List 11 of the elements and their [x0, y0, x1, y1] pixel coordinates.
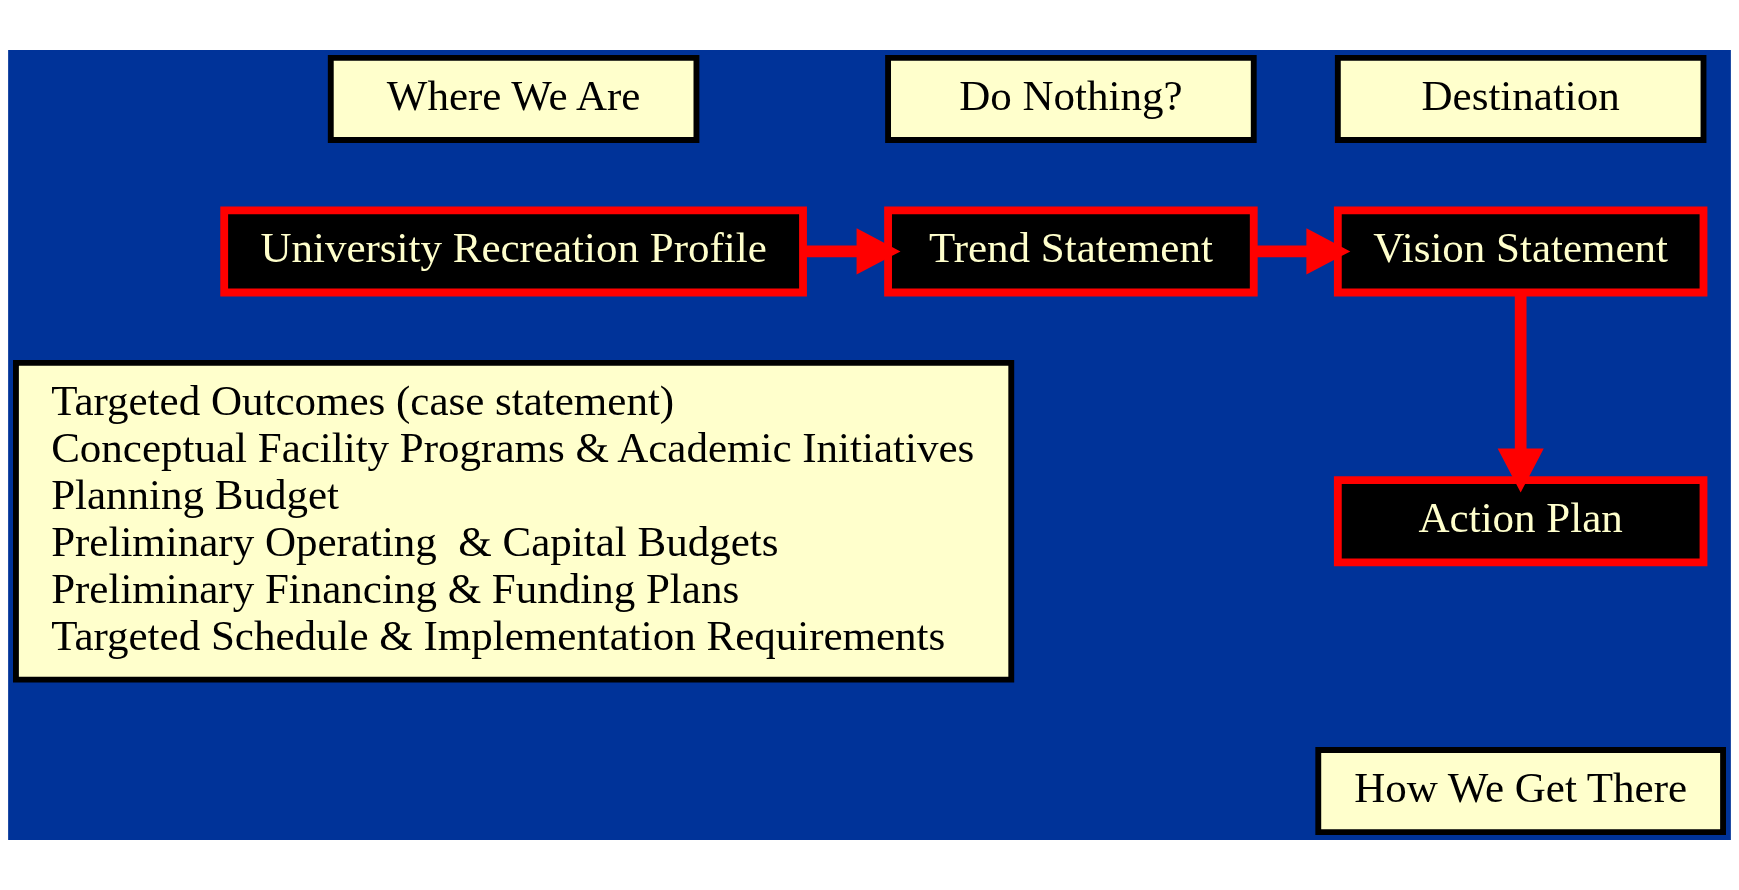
node-box: How We Get There: [1315, 747, 1726, 836]
node-box: Vision Statement: [1333, 206, 1708, 297]
arrow: [803, 228, 901, 275]
node-box: Where We Are: [327, 54, 700, 143]
node-box: Action Plan: [1333, 476, 1708, 567]
node-box: Destination: [1334, 54, 1707, 143]
arrow: [1254, 228, 1351, 275]
node-box: University Recreation Profile: [220, 206, 807, 297]
node-box: Targeted Outcomes (case statement) Conceptual Facility Programs & Academic Initiatives Planning Budget Preliminary Operating & Capital Budgets Preliminary Financing & Funding Plans Targeted Schedule & Implementation Requirements: [13, 359, 1015, 683]
node-box: Trend Statement: [884, 206, 1258, 297]
node-box: Do Nothing?: [885, 54, 1257, 143]
